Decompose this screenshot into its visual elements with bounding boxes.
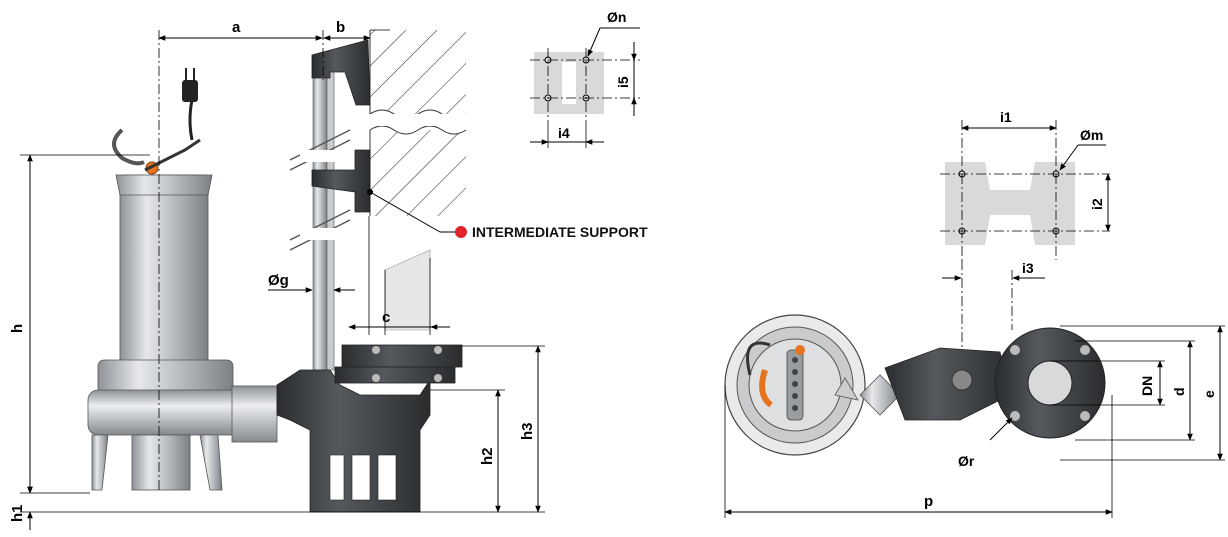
dim-g-label: Øg [268,272,289,289]
dim-i4-label: i4 [558,125,570,141]
duckfoot-base [276,344,463,513]
base-template-large: i1 i2 Øm [940,109,1111,260]
guide-pipe [289,69,351,371]
wall [369,30,467,216]
dim-a-label: a [232,19,241,36]
dim-i5-label: i5 [615,76,631,88]
dim-r-label: Ør [958,453,975,469]
discharge-pipe-ghost [384,249,431,331]
top-view: i1 i2 Øm i3 [724,109,1225,518]
dim-i1-label: i1 [1000,109,1012,125]
dim-b-label: b [336,19,345,36]
dim-h3-label: h3 [519,422,536,440]
dim-m-label: Øm [1080,127,1103,143]
dim-e-label: e [1201,390,1217,398]
bracket-template-small: i4 i5 Øn [530,9,640,148]
dim-c-label: c [382,309,390,326]
intermediate-support-note: INTERMEDIATE SUPPORT [472,224,648,240]
dim-i3-label: i3 [1022,260,1034,276]
dim-n-label: Øn [607,9,626,25]
dim-h-label: h [9,324,26,333]
side-view: a b c Øg h h1 h2 h3 I [9,19,648,530]
intermediate-support-bracket [311,149,371,213]
pump-body [87,68,278,491]
pump-top [724,314,1106,456]
dim-p-label: p [924,493,933,510]
note-marker [455,226,467,238]
dim-h2-label: h2 [479,447,496,465]
dim-d-label: d [1171,387,1187,396]
dim-i2-label: i2 [1089,198,1105,210]
dim-dn-label: DN [1139,376,1155,396]
upper-bracket [311,39,371,106]
dim-h1-label: h1 [9,504,26,522]
